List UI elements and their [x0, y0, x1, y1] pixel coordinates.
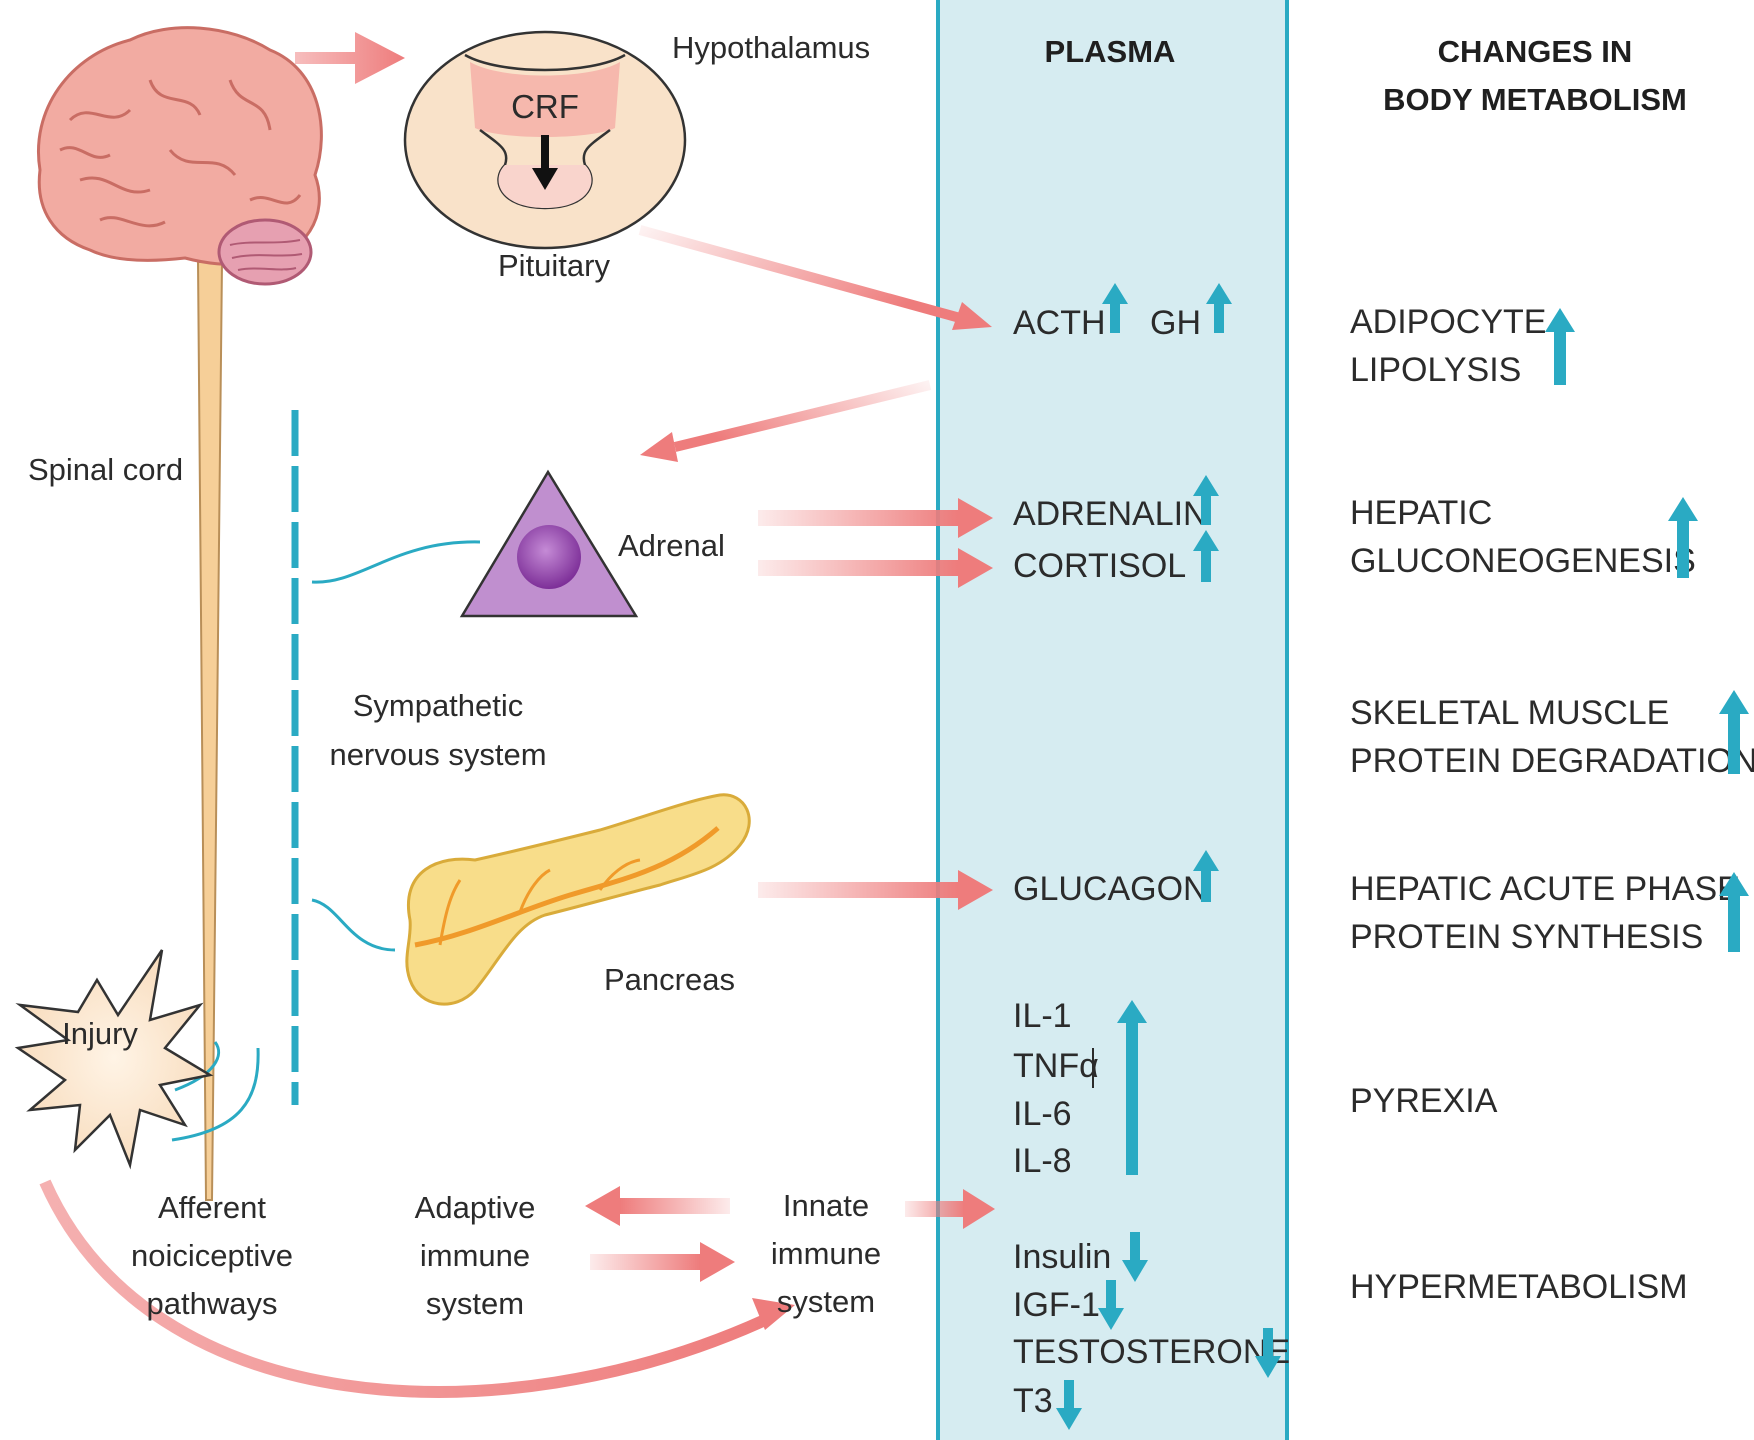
plasma-il1: IL-1	[1013, 997, 1072, 1035]
changes-header-line1: CHANGES IN	[1438, 34, 1633, 69]
plasma-adrenalin: ADRENALIN	[1013, 495, 1208, 533]
innate-label-line2: immune	[771, 1236, 881, 1271]
plasma-cortisol: CORTISOL	[1013, 547, 1186, 585]
arrow-brain-to-hypothalamus	[295, 32, 405, 84]
met-hypermetabolism: HYPERMETABOLISM	[1350, 1268, 1688, 1306]
arrow-innate-to-adaptive	[585, 1186, 730, 1226]
innate-label-line1: Innate	[783, 1188, 869, 1223]
changes-header-line2: BODY METABOLISM	[1383, 82, 1687, 117]
met-acute-line2: PROTEIN SYNTHESIS	[1350, 918, 1703, 956]
plasma-il8: IL-8	[1013, 1142, 1072, 1180]
nerve-to-pancreas	[312, 900, 395, 950]
met-adipocyte-line1: ADIPOCYTE	[1350, 303, 1546, 341]
adrenal-illustration	[462, 472, 636, 616]
met-hepatic-line1: HEPATIC	[1350, 494, 1492, 532]
arrow-adaptive-to-innate	[590, 1242, 735, 1282]
met-skeletal-line2: PROTEIN DEGRADATION	[1350, 742, 1754, 780]
sympathetic-label-line2: nervous system	[329, 737, 546, 772]
hypothalamus-pituitary-illustration	[405, 32, 685, 248]
hypothalamus-label: Hypothalamus	[672, 30, 870, 65]
met-pyrexia: PYREXIA	[1350, 1082, 1498, 1120]
adipocyte-up-arrow	[1545, 308, 1575, 385]
adaptive-label-line1: Adaptive	[415, 1190, 536, 1225]
adaptive-label-line2: immune	[420, 1238, 530, 1273]
met-hepatic-line2: GLUCONEOGENESIS	[1350, 542, 1696, 580]
brain-illustration	[38, 28, 321, 284]
afferent-label-line2: noiciceptive	[131, 1238, 293, 1273]
innate-label-line3: system	[777, 1284, 875, 1319]
injury-starburst	[18, 950, 210, 1165]
plasma-insulin: Insulin	[1013, 1238, 1111, 1276]
plasma-t3: T3	[1013, 1382, 1053, 1420]
met-skeletal-line1: SKELETAL MUSCLE	[1350, 694, 1669, 732]
nerve-to-adrenal	[312, 542, 480, 582]
met-adipocyte-line2: LIPOLYSIS	[1350, 351, 1521, 389]
plasma-gh: GH	[1150, 304, 1201, 342]
plasma-glucagon: GLUCAGON	[1013, 870, 1208, 908]
adrenal-label: Adrenal	[618, 528, 725, 563]
adaptive-label-line3: system	[426, 1286, 524, 1321]
pituitary-label: Pituitary	[498, 248, 610, 283]
afferent-label-line1: Afferent	[158, 1190, 266, 1225]
plasma-tnf: TNFα	[1013, 1047, 1099, 1085]
plasma-testosterone: TESTOSTERONE	[1013, 1333, 1290, 1371]
plasma-il6: IL-6	[1013, 1095, 1072, 1133]
crf-label: CRF	[511, 88, 579, 125]
plasma-header: PLASMA	[1045, 34, 1176, 69]
injury-label: Injury	[62, 1016, 138, 1051]
sympathetic-label-line1: Sympathetic	[353, 688, 524, 723]
met-acute-line1: HEPATIC ACUTE PHASE	[1350, 870, 1740, 908]
plasma-acth: ACTH	[1013, 304, 1106, 342]
plasma-igf1: IGF-1	[1013, 1286, 1100, 1324]
spinal-cord-label: Spinal cord	[28, 452, 183, 487]
arrow-plasma-to-adrenal	[640, 385, 930, 462]
afferent-label-line3: pathways	[147, 1286, 278, 1321]
plasma-band	[938, 0, 1287, 1440]
pancreas-label: Pancreas	[604, 962, 735, 997]
